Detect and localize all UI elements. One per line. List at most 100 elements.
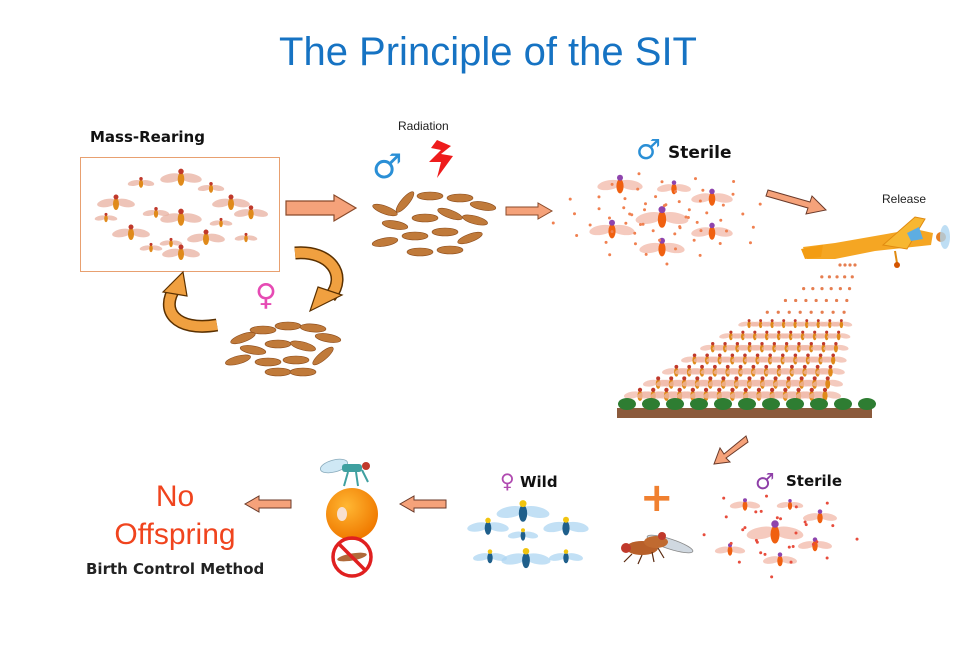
fly-icon <box>691 188 733 206</box>
released-fly-dot <box>829 287 833 291</box>
fly-icon <box>823 342 849 353</box>
small-fly-dot <box>815 540 819 544</box>
pupa-icon <box>312 346 334 366</box>
small-fly-dot <box>597 195 601 199</box>
released-fly-dot <box>794 298 798 303</box>
fly-icon <box>112 224 150 240</box>
small-fly-dot <box>622 206 626 210</box>
small-fly-dot <box>643 202 647 206</box>
pupa-icon <box>239 345 267 355</box>
small-fly-dot <box>741 528 745 532</box>
small-fly-dot <box>658 238 662 242</box>
fly-icon <box>160 208 202 226</box>
fly-icon <box>589 219 635 239</box>
wild-females-illustration <box>467 500 589 569</box>
small-fly-dot <box>623 197 627 201</box>
small-fly-dot <box>719 218 723 222</box>
outcome-line-2: Offspring <box>114 518 236 551</box>
small-fly-dot <box>759 509 763 513</box>
released-fly-dot <box>765 310 769 314</box>
sterile-males-field-illustration <box>702 494 859 579</box>
small-fly-dot <box>804 523 808 527</box>
small-fly-dot <box>687 208 691 212</box>
small-fly-dot <box>693 177 697 181</box>
small-fly-dot <box>637 172 641 176</box>
small-fly-dot <box>610 230 614 234</box>
pupa-icon <box>462 214 488 226</box>
released-fly-dot <box>843 263 847 267</box>
released-fly-dot <box>847 287 852 291</box>
small-fly-dot <box>665 262 669 266</box>
fly-icon <box>798 537 832 552</box>
fly-icon <box>635 206 689 228</box>
small-fly-dot <box>607 216 611 220</box>
female-symbol-icon: ♀ <box>255 278 277 313</box>
small-fly-dot <box>701 188 705 192</box>
small-fly-dot <box>686 215 690 219</box>
crop-plant-icon <box>762 398 780 410</box>
small-fly-dot <box>698 253 702 257</box>
arrow-left-2 <box>243 495 292 513</box>
small-fly-dot <box>638 223 642 227</box>
small-fly-dot <box>775 516 779 520</box>
pupa-icon <box>416 191 444 201</box>
fly-icon <box>639 237 685 257</box>
arrow-right-2 <box>505 202 554 220</box>
release-spray-and-crop-field-illustration <box>617 263 876 418</box>
fly-icon <box>830 319 853 329</box>
small-fly-dot <box>674 190 678 194</box>
fly-icon <box>819 353 847 365</box>
sterile-field-label: Sterile <box>786 472 843 490</box>
pupa-icon <box>406 247 434 257</box>
fly-icon <box>197 182 225 193</box>
fly-icon <box>507 528 539 541</box>
released-fly-dot <box>838 263 842 267</box>
released-fly-dot <box>843 275 847 279</box>
wild-label: Wild <box>520 473 558 491</box>
small-fly-dot <box>770 575 774 579</box>
fly-icon <box>212 194 250 210</box>
released-fly-dot <box>831 310 835 314</box>
soil-strip <box>617 408 872 418</box>
small-fly-dot <box>575 234 579 238</box>
small-fly-dot <box>794 531 798 535</box>
small-fly-dot <box>779 517 783 521</box>
crop-plant-icon <box>786 398 804 410</box>
pupa-icon <box>436 245 464 255</box>
small-fly-dot <box>674 247 678 251</box>
outcome-text: No Offspring <box>100 478 250 554</box>
small-fly-dot <box>789 560 793 564</box>
fly-icon <box>763 552 797 567</box>
released-fly-dot <box>804 298 808 303</box>
fly-icon <box>209 217 233 228</box>
pupa-icon <box>274 321 302 331</box>
fly-icon <box>501 547 551 569</box>
release-airplane-icon <box>801 216 950 268</box>
pupa-icon <box>249 325 277 335</box>
released-fly-dot <box>853 263 857 267</box>
released-fly-dot <box>798 310 802 314</box>
small-fly-dot <box>633 231 637 235</box>
fly-icon <box>826 330 851 341</box>
small-fly-dot <box>718 241 722 245</box>
small-fly-dot <box>791 545 795 549</box>
crop-plant-icon <box>666 398 684 410</box>
pupa-icon <box>371 237 399 247</box>
small-fly-dot <box>678 226 682 230</box>
pupa-icon <box>431 227 459 237</box>
fly-icon <box>691 222 733 240</box>
released-fly-dot <box>827 275 832 279</box>
arrow-down-left <box>713 435 749 465</box>
small-fly-dot <box>636 187 640 191</box>
pupa-icon <box>381 220 409 230</box>
pupa-icon <box>395 191 415 213</box>
no-larvae-icon <box>331 536 373 578</box>
fly-icon <box>714 543 746 556</box>
small-fly-dot <box>692 238 696 242</box>
fly-icon <box>543 516 589 536</box>
pupa-icon <box>289 367 317 377</box>
small-fly-dot <box>855 537 859 541</box>
small-fly-dot <box>608 253 612 257</box>
released-fly-dot <box>835 275 839 279</box>
mass-rearing-box <box>80 157 280 272</box>
